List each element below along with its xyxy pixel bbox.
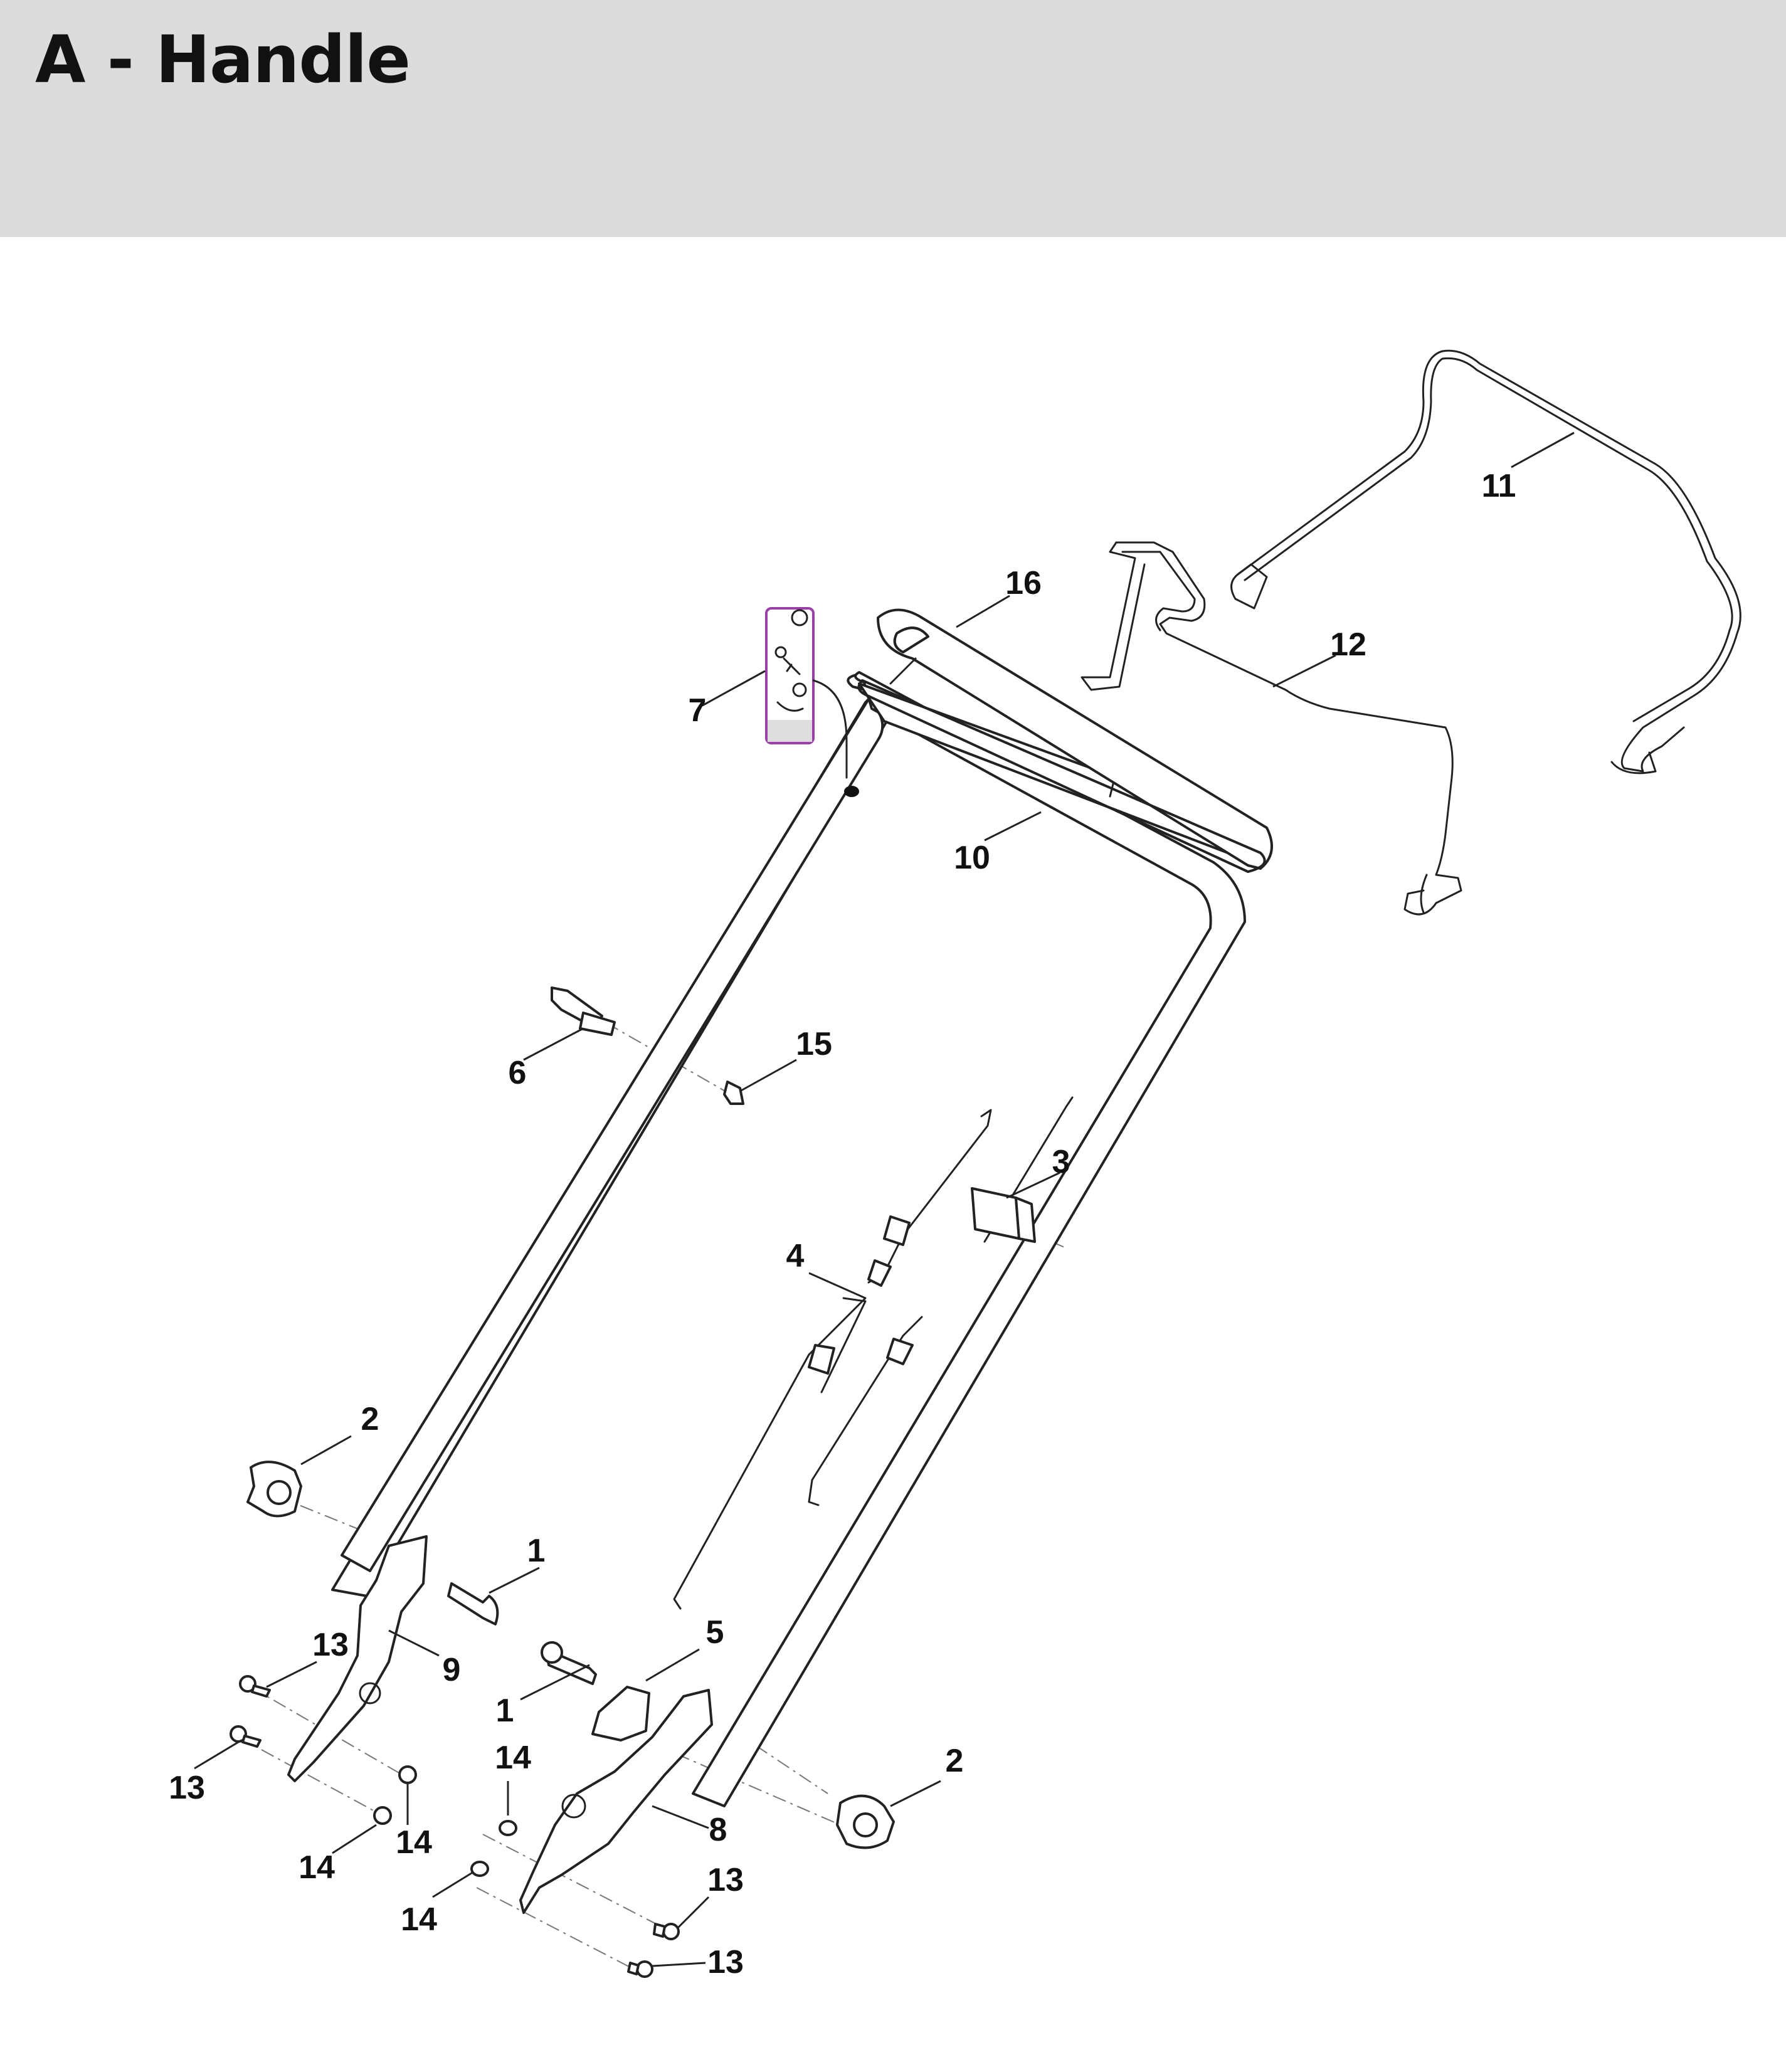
- callout-12: 12: [1330, 626, 1366, 663]
- small-parts: [230, 986, 895, 1978]
- callout-9: 9: [443, 1652, 461, 1688]
- callout-6: 6: [509, 1055, 527, 1091]
- callout-13-d: 13: [707, 1944, 744, 1980]
- leader-lines: [194, 431, 1575, 1967]
- assembly-lines: [238, 1009, 1067, 1976]
- callout-14-d: 14: [401, 1901, 437, 1938]
- callout-4: 4: [786, 1238, 805, 1274]
- callout-16: 16: [1005, 565, 1042, 601]
- callout-1-lower: 1: [496, 1693, 514, 1729]
- decal-footer: [768, 720, 812, 742]
- warning-decal: [765, 607, 859, 797]
- page-title: A - Handle: [35, 21, 411, 98]
- lower-handle-frame: [331, 671, 1265, 1807]
- callout-11: 11: [1482, 468, 1516, 504]
- callout-10: 10: [954, 840, 990, 876]
- upper-handle-bar: [857, 608, 1273, 873]
- header-bar: A - Handle: [0, 0, 1786, 237]
- callout-14-c: 14: [495, 1740, 531, 1776]
- callout-3: 3: [1052, 1144, 1070, 1180]
- callout-5: 5: [706, 1614, 724, 1651]
- operator-bail: [1230, 349, 1741, 774]
- callout-7: 7: [689, 692, 707, 729]
- callout-2-left: 2: [361, 1401, 379, 1437]
- callout-14-b: 14: [299, 1849, 335, 1886]
- cable-clip: [971, 1187, 1036, 1243]
- callout-labels: 11 12 16 10 7 6 15 3 4 2 1 9 5 1 8 2 13 …: [169, 468, 1516, 1980]
- callout-13-a: 13: [312, 1627, 349, 1663]
- callout-2-right: 2: [946, 1743, 964, 1779]
- callout-13-b: 13: [169, 1770, 205, 1806]
- callout-15: 15: [796, 1026, 832, 1062]
- callout-1-upper: 1: [527, 1533, 546, 1569]
- callout-8: 8: [709, 1812, 727, 1848]
- control-bar: [1081, 541, 1462, 916]
- callout-13-c: 13: [707, 1862, 744, 1898]
- callout-14-a: 14: [396, 1824, 432, 1861]
